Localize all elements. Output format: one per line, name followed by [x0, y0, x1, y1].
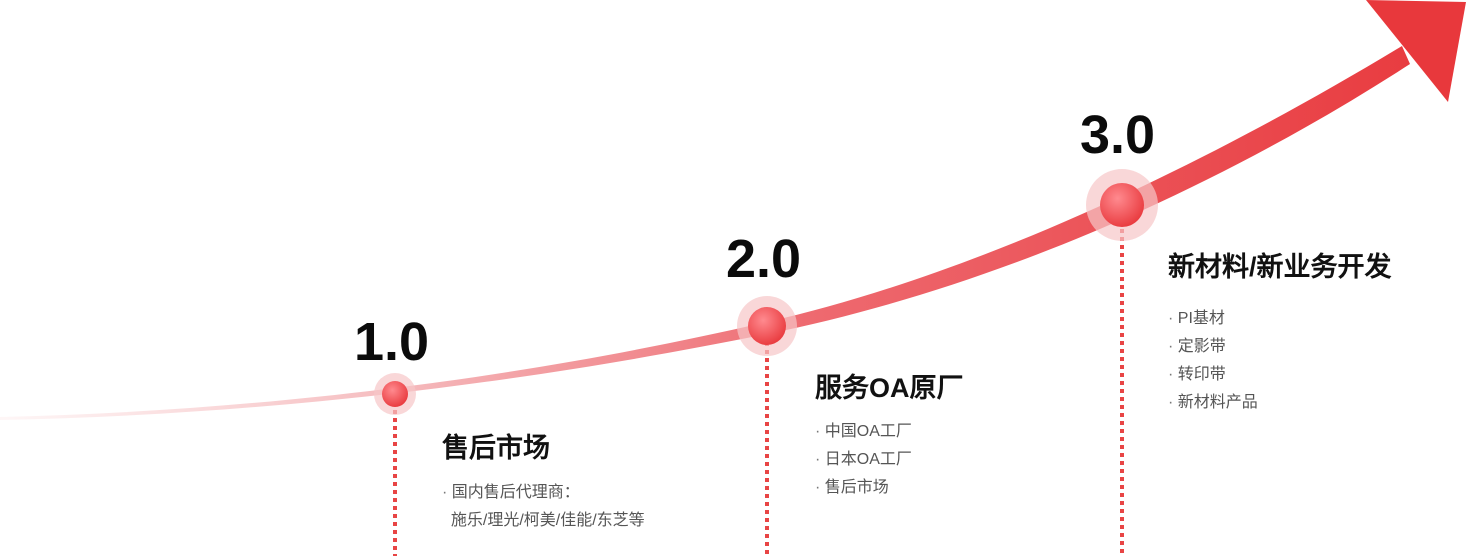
stage-2-title: 服务OA原厂: [815, 373, 964, 403]
stage-2-marker: [748, 307, 786, 345]
stage-1-title: 售后市场: [442, 433, 550, 463]
stage-3-version: 3.0: [1080, 105, 1156, 165]
stage-3-item: 转印带: [1168, 361, 1258, 389]
stage-2-item: 售后市场: [815, 474, 912, 502]
stage-3-marker: [1100, 183, 1144, 227]
stage-1-version: 1.0: [354, 312, 430, 372]
stage-1-item: 施乐/理光/柯美/佳能/东芝等: [450, 512, 645, 529]
stage-2-item-list: 中国OA工厂 日本OA工厂 售后市场: [815, 418, 912, 502]
stage-3-title: 新材料/新业务开发: [1168, 252, 1392, 282]
stage-2-item: 中国OA工厂: [815, 418, 912, 446]
stage-1-item-list: 国内售后代理商： 施乐/理光/柯美/佳能/东芝等: [442, 479, 645, 535]
stage-2-version: 2.0: [726, 229, 802, 289]
stage-1-item: 国内售后代理商：: [442, 479, 645, 507]
stage-2-item: 日本OA工厂: [815, 446, 912, 474]
growth-curve: [0, 46, 1410, 420]
stage-3-item: PI基材: [1168, 305, 1258, 333]
stage-1-marker: [382, 381, 408, 407]
stage-3-item: 定影带: [1168, 333, 1258, 361]
arrow-head: [1366, 0, 1466, 102]
stage-3-item: 新材料产品: [1168, 389, 1258, 417]
stage-3-item-list: PI基材 定影带 转印带 新材料产品: [1168, 305, 1258, 417]
